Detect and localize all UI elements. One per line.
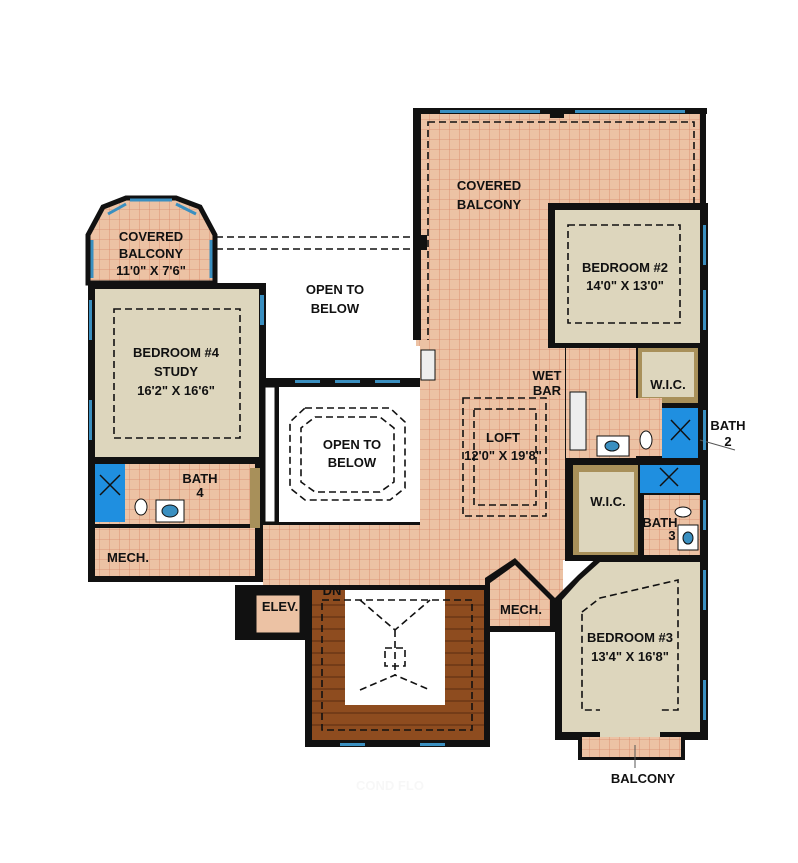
label: BAR: [533, 383, 562, 398]
label: 14'0" X 13'0": [586, 278, 664, 293]
label: ELEV.: [262, 599, 298, 614]
label: 13'4" X 16'8": [591, 649, 669, 664]
label: BEDROOM #2: [582, 260, 668, 275]
label: BEDROOM #4: [133, 345, 220, 360]
mech-right: [490, 565, 550, 626]
wet-bar-counter: [569, 391, 587, 451]
label: BATH: [642, 515, 677, 530]
label: BATH: [710, 418, 745, 433]
label: MECH.: [500, 602, 542, 617]
elevator: [255, 594, 301, 634]
label: 12'0" X 19'8": [464, 448, 542, 463]
bedroom-3: [555, 555, 708, 740]
label: BALCONY: [119, 246, 184, 261]
watermark: COND FLO: [356, 778, 424, 793]
label: BELOW: [328, 455, 377, 470]
staircase: [305, 585, 490, 747]
label: BELOW: [311, 301, 360, 316]
label: 16'2" X 16'6": [137, 383, 215, 398]
label: BALCONY: [611, 771, 676, 786]
shower-x-icon: [99, 474, 121, 496]
label: W.I.C.: [590, 494, 625, 509]
label: OPEN TO: [323, 437, 381, 452]
toilet-icon: [134, 498, 148, 516]
label: W.I.C.: [650, 377, 685, 392]
balcony: [578, 705, 685, 768]
label: OPEN TO: [306, 282, 364, 297]
bath-2-shower: [662, 408, 698, 458]
bedroom-4: [88, 283, 266, 463]
label: MECH.: [107, 550, 149, 565]
label: BATH: [182, 471, 217, 486]
label: BALCONY: [457, 197, 522, 212]
bedroom-2: [548, 203, 708, 348]
label: 4: [196, 485, 204, 500]
label: WET: [533, 368, 562, 383]
label: COVERED: [119, 229, 183, 244]
label: STUDY: [154, 364, 198, 379]
label: 11'0" X 7'6": [116, 263, 186, 278]
bath-4-shower: [95, 464, 125, 522]
toilet-icon: [639, 430, 653, 450]
label: BEDROOM #3: [587, 630, 673, 645]
mech-left: [95, 528, 255, 576]
label: COVERED: [457, 178, 521, 193]
loft: [263, 340, 570, 600]
label: LOFT: [486, 430, 520, 445]
stairs-down-label: DN: [323, 583, 342, 598]
label: 2: [724, 434, 731, 449]
shower-x-icon: [670, 419, 691, 441]
label: 3: [668, 528, 675, 543]
